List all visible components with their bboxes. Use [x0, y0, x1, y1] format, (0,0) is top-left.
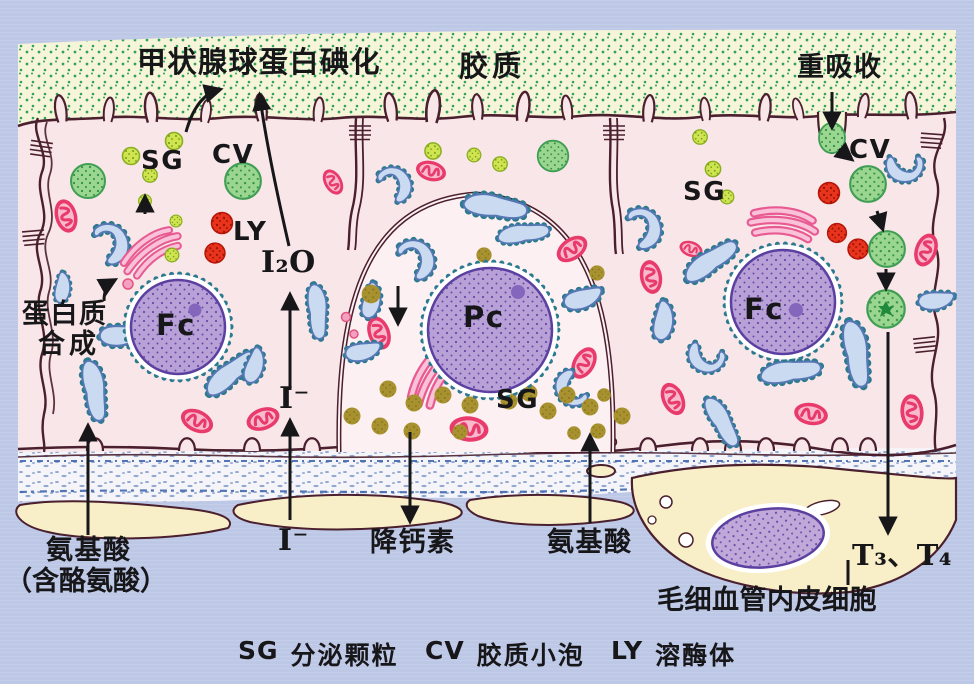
arrow-protein-synthesis [96, 278, 119, 302]
label-reabsorption: 重吸收 [797, 52, 883, 83]
legend-sg-abbr: SG [238, 636, 279, 665]
digested-colloid [878, 301, 894, 317]
capillary [630, 463, 958, 595]
label-protein-synthesis-line1: 蛋白质 [22, 299, 108, 330]
label-amino-acid-left: 氨基酸 [46, 535, 132, 566]
arrow-sg-to-iodination [184, 84, 224, 133]
arrows [78, 84, 898, 585]
lateral-membranes [35, 117, 947, 453]
label-sg-right: SG [683, 177, 727, 207]
label-sg-pc: SG [496, 385, 540, 415]
label-iodide-bottom: I⁻ [278, 523, 309, 558]
label-fc-left: Fc [156, 308, 197, 342]
arrow-to-cv [833, 141, 855, 162]
arrow-cv-chain-1 [868, 210, 888, 233]
colloid-vesicle-group [70, 139, 906, 329]
label-thyroglobulin-iodination: 甲状腺球蛋白碘化 [137, 45, 382, 79]
label-fc-right: Fc [744, 292, 785, 326]
label-iodide-in-cell: I⁻ [279, 381, 310, 416]
label-capillary-endothelium: 毛细血管内皮细胞 [657, 585, 877, 616]
legend-cv-abbr: CV [425, 636, 465, 665]
endothelial-cell-nucleus [705, 502, 831, 574]
label-protein-synthesis-line2: 合成 [38, 329, 100, 360]
legend-ly-abbr: LY [611, 636, 644, 665]
legend-item-ly: LY 溶酶体 [611, 636, 736, 672]
label-sg-left: SG [141, 146, 185, 176]
legend-cv-label: 胶质小泡 [476, 641, 585, 670]
label-cv-right: CV [849, 135, 892, 165]
label-colloid: 胶质 [459, 49, 526, 83]
golgi-group [119, 207, 817, 411]
label-calcitonin: 降钙素 [370, 527, 456, 558]
legend-ly-label: 溶酶体 [655, 641, 737, 670]
label-ly-left: LY [233, 217, 268, 247]
label-amino-acid-left-note: （含酪氨酸） [5, 566, 167, 597]
label-cv-left: CV [212, 140, 255, 170]
label-i2o: I₂O [261, 245, 316, 280]
legend-item-sg: SG 分泌颗粒 [238, 636, 399, 672]
legend-sg-label: 分泌颗粒 [290, 641, 399, 670]
arrow-i2o-to-iodination [252, 91, 291, 247]
legend-item-cv: CV 胶质小泡 [425, 636, 585, 672]
nucleus-fc-right [722, 241, 844, 363]
label-amino-acid-right: 氨基酸 [547, 527, 633, 558]
nucleus-pc [419, 259, 561, 401]
nucleus-fc-left [122, 271, 234, 383]
label-pc: Pc [463, 300, 505, 334]
label-t3-t4: T₃、T₄ [852, 538, 953, 572]
apical-membrane [17, 88, 957, 128]
